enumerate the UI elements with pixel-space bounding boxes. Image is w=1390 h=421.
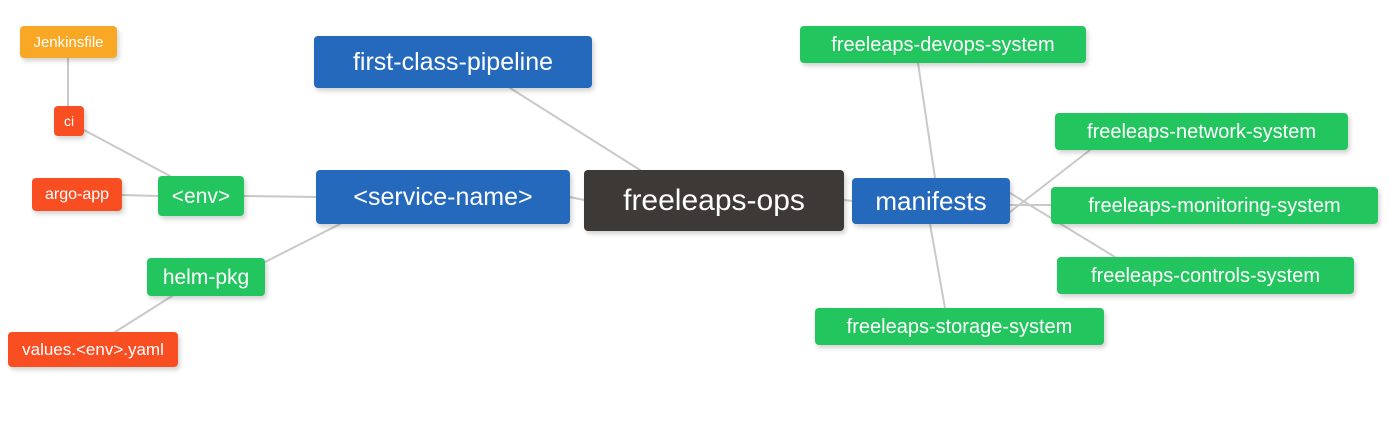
edge-freeleaps-ops-to-service-name <box>569 196 585 201</box>
node-label-helm-pkg: helm-pkg <box>162 265 250 289</box>
edge-freeleaps-ops-to-manifests <box>843 199 853 202</box>
node-label-argo-app: argo-app <box>44 185 110 203</box>
edge-manifests-to-freeleaps-devops-system <box>917 62 936 179</box>
node-label-freeleaps-devops-system: freeleaps-devops-system <box>831 33 1055 56</box>
node-label-values-env-yaml: values.<env>.yaml <box>22 340 164 359</box>
node-freeleaps-controls-system[interactable]: freeleaps-controls-system <box>1057 257 1354 294</box>
node-label-ci: ci <box>63 113 75 129</box>
edge-env-to-ci <box>83 129 171 177</box>
node-label-freeleaps-storage-system: freeleaps-storage-system <box>846 315 1073 338</box>
node-first-class-pipeline[interactable]: first-class-pipeline <box>314 36 592 88</box>
node-label-jenkinsfile: Jenkinsfile <box>33 33 104 51</box>
edge-freeleaps-ops-to-first-class-pipeline <box>509 87 641 171</box>
edge-service-name-to-helm-pkg <box>264 223 341 263</box>
edge-env-to-argo-app <box>121 194 159 197</box>
node-label-freeleaps-controls-system: freeleaps-controls-system <box>1091 264 1320 287</box>
node-label-manifests: manifests <box>875 186 987 216</box>
node-freeleaps-storage-system[interactable]: freeleaps-storage-system <box>815 308 1104 345</box>
node-freeleaps-monitoring-system[interactable]: freeleaps-monitoring-system <box>1051 187 1378 224</box>
node-service-name[interactable]: <service-name> <box>316 170 570 224</box>
node-manifests[interactable]: manifests <box>852 178 1010 224</box>
node-freeleaps-ops[interactable]: freeleaps-ops <box>584 170 844 231</box>
node-helm-pkg[interactable]: helm-pkg <box>147 258 265 296</box>
node-ci[interactable]: ci <box>54 106 84 136</box>
node-jenkinsfile[interactable]: Jenkinsfile <box>20 26 117 58</box>
node-label-freeleaps-monitoring-system: freeleaps-monitoring-system <box>1088 194 1341 217</box>
node-values-env-yaml[interactable]: values.<env>.yaml <box>8 332 178 367</box>
node-label-freeleaps-ops: freeleaps-ops <box>623 183 805 217</box>
node-label-first-class-pipeline: first-class-pipeline <box>352 47 554 76</box>
node-argo-app[interactable]: argo-app <box>32 178 122 211</box>
node-env[interactable]: <env> <box>158 176 244 216</box>
node-label-service-name: <service-name> <box>353 182 533 211</box>
node-freeleaps-network-system[interactable]: freeleaps-network-system <box>1055 113 1348 150</box>
edge-helm-pkg-to-values-env-yaml <box>114 295 173 333</box>
edge-manifests-to-freeleaps-storage-system <box>929 223 946 309</box>
node-freeleaps-devops-system[interactable]: freeleaps-devops-system <box>800 26 1086 63</box>
node-label-env: <env> <box>171 184 231 208</box>
node-label-freeleaps-network-system: freeleaps-network-system <box>1087 120 1316 143</box>
edge-service-name-to-env <box>243 195 317 198</box>
